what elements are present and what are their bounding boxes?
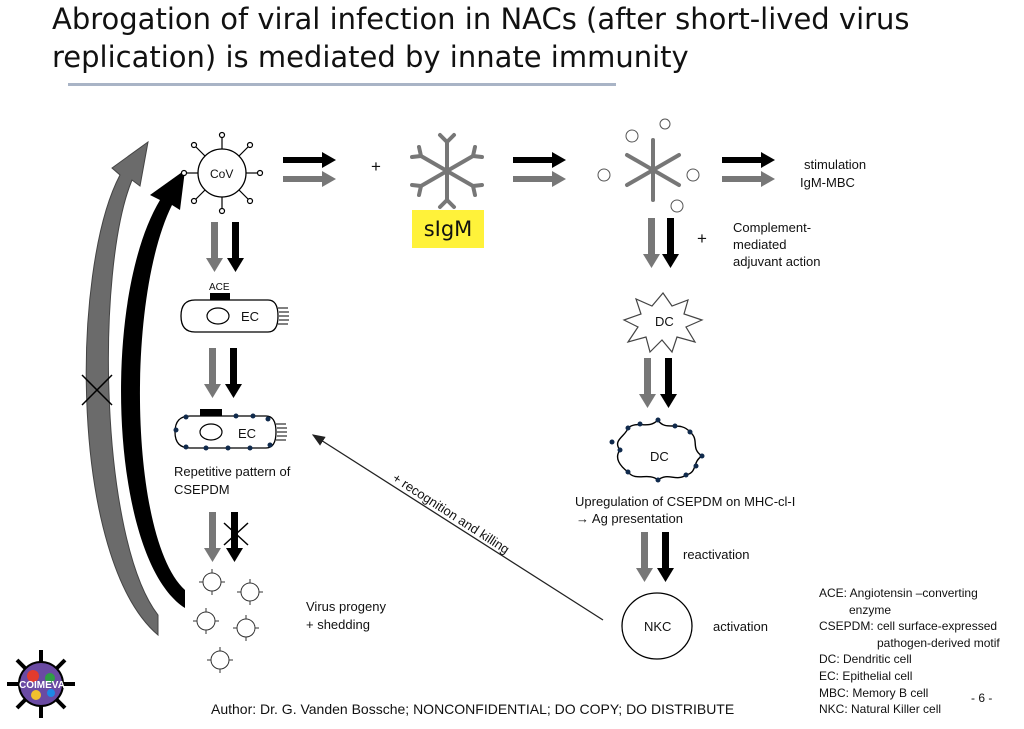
page-number: - 6 - [971, 691, 993, 705]
abbreviation-legend: ACE: Angiotensin –converting enzyme CSEP… [819, 585, 1000, 718]
igm-pentamer-icon [410, 133, 484, 209]
arrow-pair-2 [513, 152, 566, 187]
coimeva-logo-icon [7, 650, 75, 718]
sigm-label: sIgM [412, 210, 484, 248]
activation-label: activation [713, 619, 768, 634]
down-arrows-right-1 [643, 218, 679, 268]
logo-text: COIMEVA [19, 680, 65, 691]
ace-label: ACE [209, 282, 230, 293]
legend-item: ACE: Angiotensin –converting [819, 586, 978, 600]
repetitive-label: Repetitive pattern of [174, 464, 291, 479]
complement-label: Complement- [733, 220, 812, 235]
igm-mbc-label: IgM-MBC [800, 175, 855, 190]
ag-presentation-label: → Ag presentation [576, 511, 683, 526]
dendritic-cell-2-icon [609, 417, 705, 483]
legend-item: NKC: Natural Killer cell [819, 702, 942, 717]
title-underline [68, 83, 616, 86]
cov-virus-icon [180, 131, 264, 215]
dc-label-2: DC [650, 449, 669, 464]
plus-sign-2: + [697, 229, 707, 248]
black-loop-arrow [121, 170, 185, 608]
adjuvant-label: adjuvant action [733, 254, 821, 269]
stimulation-label: stimulation [804, 157, 867, 172]
legend-item: enzyme [849, 602, 892, 617]
epithelial-cell-2-icon [173, 409, 287, 451]
down-arrows-left-2 [204, 348, 242, 398]
dc-label-1: DC [655, 314, 674, 329]
epithelial-cell-1-icon [180, 293, 289, 333]
dendritic-cell-1-icon [622, 292, 704, 354]
down-arrows-right-3 [636, 532, 674, 582]
legend-item: CSEPDM: cell surface-expressed [819, 619, 998, 634]
legend-item: MBC: Memory B cell [819, 685, 929, 700]
reactivation-label: reactivation [683, 547, 750, 562]
shedding-label: + shedding [306, 617, 370, 632]
mediated-label: mediated [733, 237, 787, 252]
recognition-arrow [311, 434, 604, 621]
virus-progeny-icon [193, 569, 263, 673]
ec-label-1: EC [241, 309, 260, 324]
legend-item: DC: Dendritic cell [819, 652, 912, 667]
igm-virus-complex-icon [597, 118, 700, 213]
legend-item: EC: Epithelial cell [819, 668, 913, 683]
ec-label-2: EC [238, 426, 257, 441]
down-arrows-left-1 [206, 222, 244, 272]
cov-label: CoV [210, 167, 234, 181]
nkc-label: NKC [644, 619, 672, 634]
arrow-pair-3 [722, 152, 775, 187]
nk-cell-icon [621, 592, 693, 660]
virus-progeny-label: Virus progeny [306, 599, 386, 614]
down-arrows-right-2 [639, 358, 677, 408]
grey-loop-arrow [85, 140, 159, 637]
slide-title: Abrogation of viral infection in NACs (a… [52, 2, 910, 74]
down-arrows-left-3 [204, 512, 249, 562]
legend-item: pathogen-derived motif [877, 635, 1000, 650]
plus-sign-1: + [371, 157, 381, 176]
csepdm-label: CSEPDM [174, 482, 230, 497]
upregulation-label: Upregulation of CSEPDM on MHC-cl-I [575, 494, 796, 509]
footer-author: Author: Dr. G. Vanden Bossche; NONCONFID… [211, 701, 735, 717]
arrow-pair-1 [283, 152, 336, 187]
